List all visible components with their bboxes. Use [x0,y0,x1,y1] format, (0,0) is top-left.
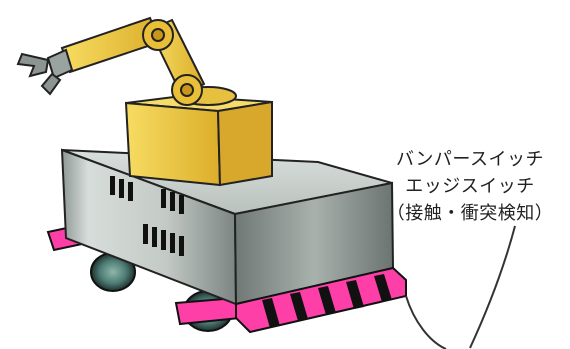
edge-bumper [235,266,407,334]
arm-base-front [124,101,222,187]
callout-line-2: エッジスイッチ [405,176,535,197]
arm-base-side [216,100,273,187]
gripper [16,52,62,96]
callout-line-3: （接触・衝突検知） [386,203,554,224]
callout-line-1: バンパースイッチ [396,149,544,170]
robot-arm [16,16,273,187]
vent-slots [110,176,184,256]
callout-leader-line [405,225,516,349]
bumper-switch-callout: バンパースイッチ エッジスイッチ （接触・衝突検知） [372,146,568,227]
